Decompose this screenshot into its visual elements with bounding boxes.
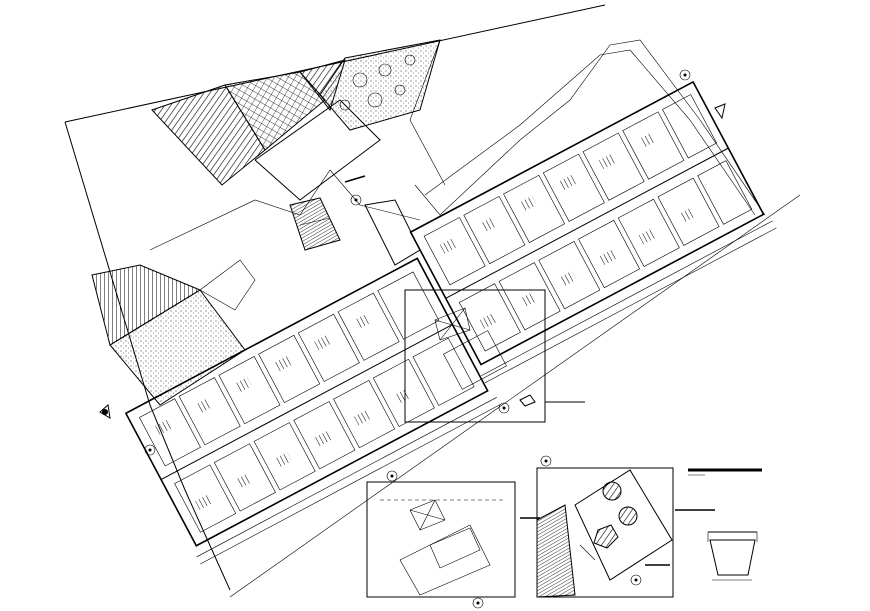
central-stair [289, 197, 421, 266]
marker-icon [540, 455, 552, 467]
detail-view-1 [366, 481, 540, 598]
roof-hatch-zone [151, 39, 441, 186]
left-building-block [124, 257, 501, 565]
section-detail [707, 531, 758, 581]
marker-icon [350, 194, 362, 206]
detail-view-2 [536, 467, 715, 598]
right-building-block [409, 80, 777, 384]
marker-icon [679, 69, 691, 81]
marker-icon [144, 444, 156, 456]
marker-icon [498, 402, 510, 414]
drawing-title-bar [688, 468, 762, 476]
access-road [149, 39, 766, 251]
marker-icon [630, 574, 642, 586]
central-detail-frame [404, 289, 585, 423]
marker-icon [99, 404, 111, 419]
marker-icon [472, 597, 484, 609]
garden-hatch-zone [91, 259, 256, 406]
marker-icon [386, 470, 398, 482]
section-markers [99, 69, 726, 609]
marker-icon [714, 103, 726, 120]
